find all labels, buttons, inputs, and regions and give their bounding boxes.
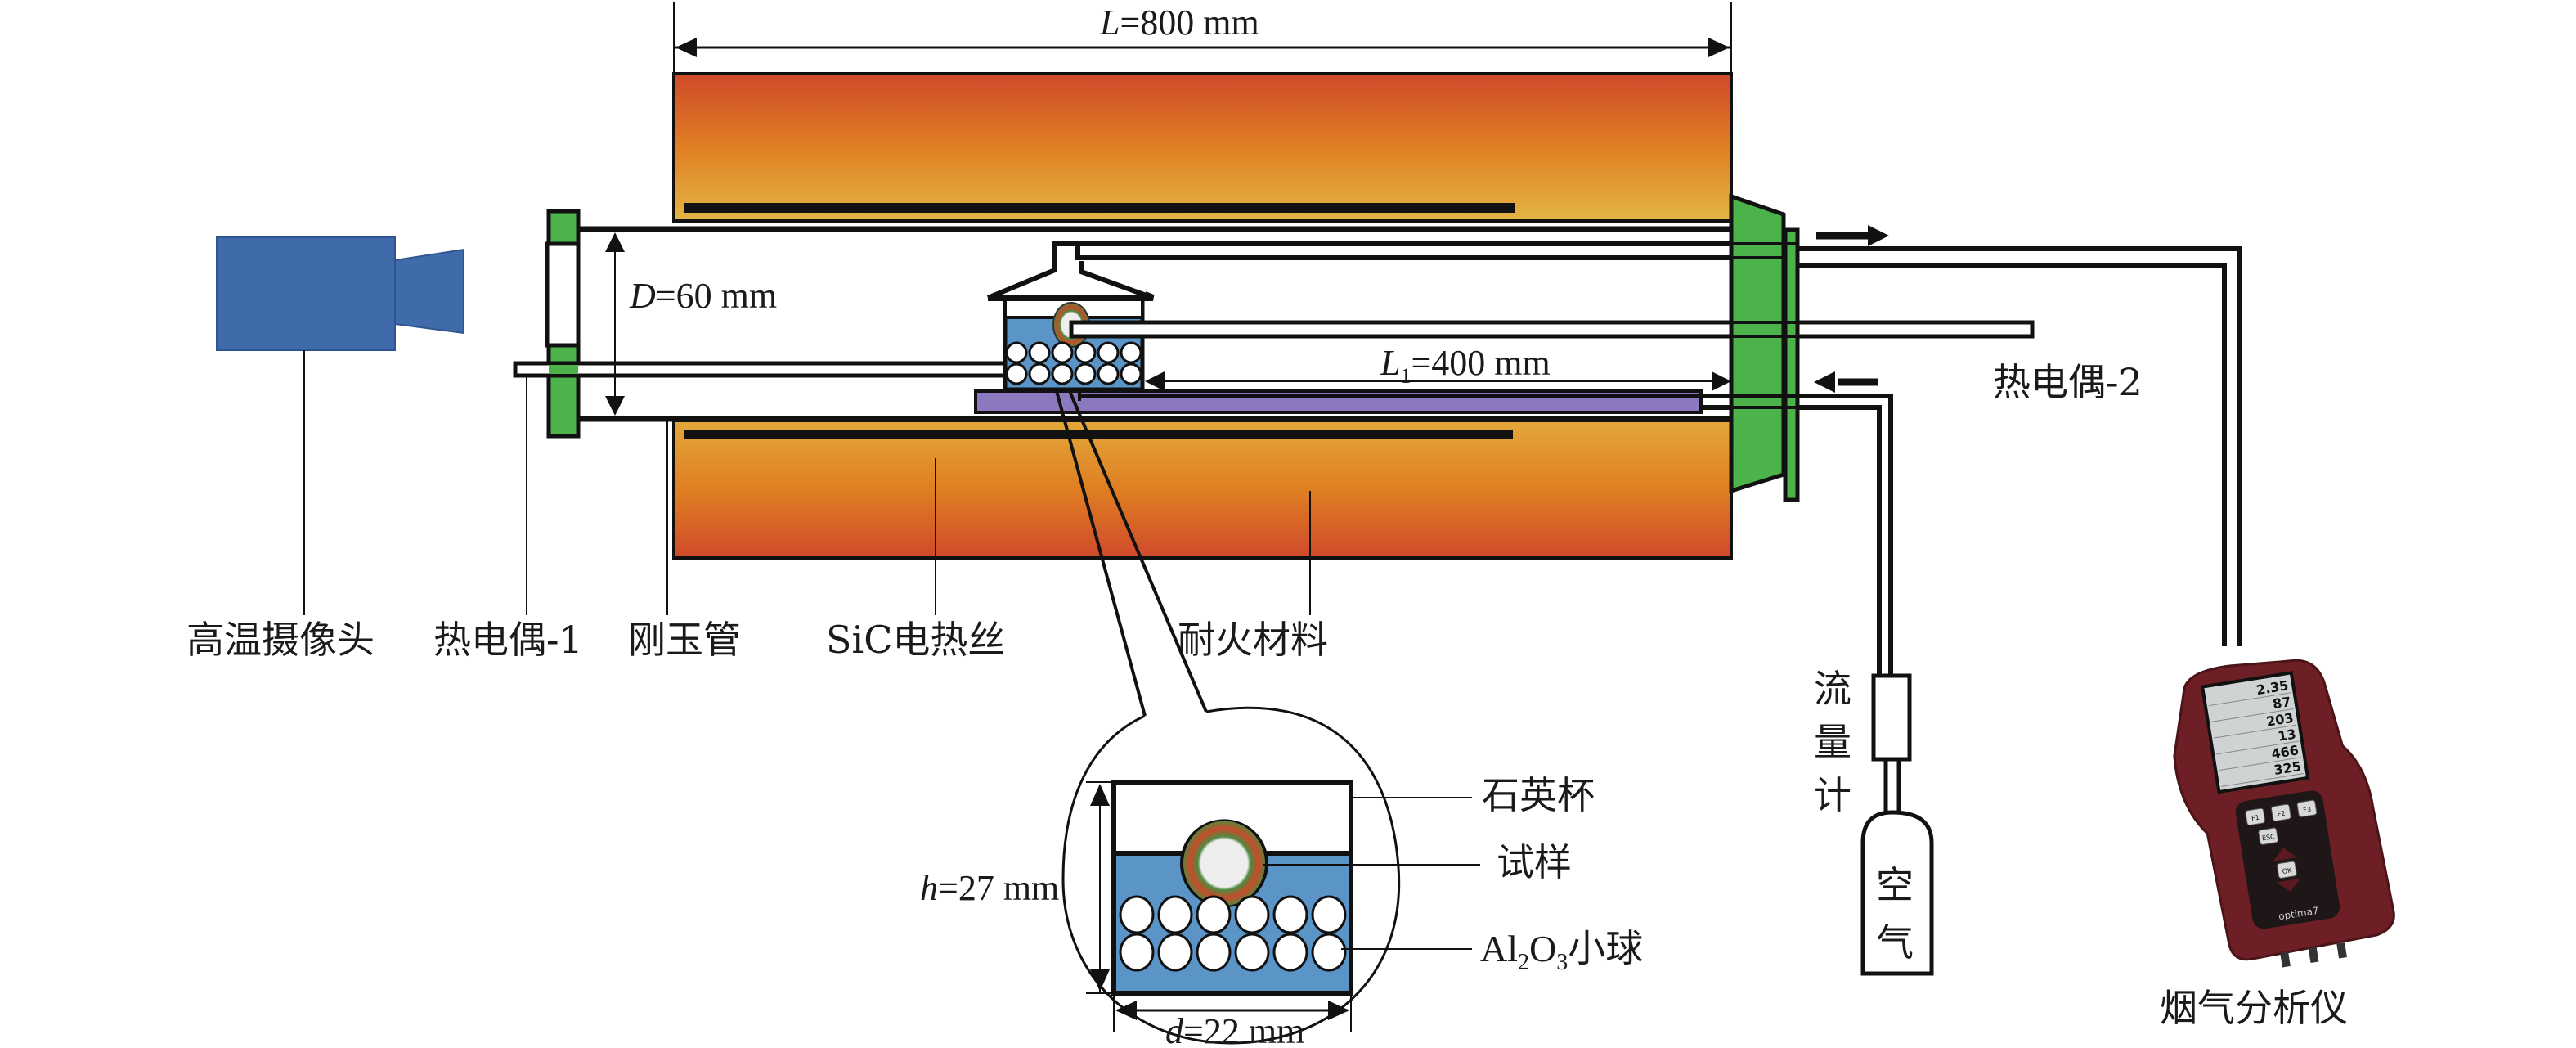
- right-flange: [1729, 193, 1800, 502]
- corundum-tube: [580, 226, 1731, 422]
- svg-text:计: 计: [1814, 773, 1851, 817]
- alumina-ball-icon: [1005, 362, 1028, 385]
- corundum-tube-label: 刚玉管: [628, 618, 741, 662]
- thermocouple-2: [1069, 320, 2035, 339]
- analyzer-key: [2245, 807, 2266, 826]
- alumina-ball-icon: [1272, 933, 1308, 972]
- alumina-balls-small: [1005, 341, 1142, 385]
- furnace-refractory-top: [672, 72, 1733, 223]
- furnace-length-dimension: L=800 mm: [673, 2, 1732, 74]
- svg-text:量: 量: [1814, 720, 1851, 764]
- alumina-ball-icon: [1311, 895, 1347, 934]
- alumina-ball-icon: [1234, 933, 1270, 972]
- thermocouple-2-label: 热电偶-2: [1993, 360, 2143, 404]
- alumina-ball-icon: [1196, 933, 1232, 972]
- svg-text:ESC: ESC: [2261, 833, 2275, 842]
- viewing-window: [545, 241, 581, 348]
- sample-support-plate: [974, 389, 1703, 414]
- sic-heater-top: [684, 203, 1515, 213]
- svg-text:气: 气: [1876, 920, 1914, 965]
- flowmeter: [1871, 673, 1912, 762]
- magnified-inset: h=27 mm d=22 mm 石英杯 试样 Al2O3小球: [920, 390, 1643, 1048]
- flue-gas-analyzer-label: 烟气分析仪: [2160, 986, 2348, 1030]
- alumina-ball-icon: [1119, 895, 1155, 934]
- alumina-ball-icon: [1097, 362, 1120, 385]
- sample-position-dimension: L1=400 mm: [1145, 343, 1731, 391]
- analyzer-key: [2296, 799, 2318, 818]
- alumina-ball-icon: [1028, 341, 1051, 364]
- svg-text:F1: F1: [2251, 814, 2260, 822]
- cup-diameter-label: d=22 mm: [1165, 1011, 1304, 1048]
- analyzer-reading: 13: [2277, 726, 2297, 744]
- alumina-ball-icon: [1051, 362, 1074, 385]
- svg-text:F2: F2: [2277, 810, 2286, 818]
- alumina-ball-icon: [1074, 341, 1097, 364]
- alumina-ball-icon: [1196, 895, 1232, 934]
- svg-text:F3: F3: [2303, 806, 2312, 814]
- camera-label: 高温摄像头: [186, 618, 375, 662]
- sample-position-label: L1=400 mm: [1380, 343, 1551, 388]
- tube-diameter-dimension: D=60 mm: [605, 232, 777, 416]
- high-temp-camera-icon: [216, 236, 464, 351]
- furnace-length-label: L=800 mm: [1099, 2, 1259, 43]
- sic-heater-label: SiC电热丝: [826, 618, 1005, 662]
- leader-lines: [303, 350, 1311, 615]
- svg-text:流: 流: [1814, 667, 1851, 711]
- alumina-ball-icon: [1311, 933, 1347, 972]
- alumina-balls: [1119, 895, 1347, 972]
- quartz-cup-label: 石英杯: [1482, 773, 1595, 817]
- svg-text:空: 空: [1876, 863, 1914, 907]
- arrowhead-down-icon: [605, 396, 625, 416]
- arrowhead-up-icon: [605, 232, 625, 252]
- alumina-ball-icon: [1234, 895, 1270, 934]
- refractory-label: 耐火材料: [1178, 618, 1328, 662]
- alumina-ball-icon: [1074, 362, 1097, 385]
- alumina-balls-label: Al2O3小球: [1480, 926, 1643, 975]
- inflow-arrow-icon: [1814, 371, 1835, 393]
- svg-text:OK: OK: [2282, 866, 2293, 875]
- analyzer-reading: 466: [2270, 742, 2300, 762]
- alumina-ball-icon: [1120, 362, 1142, 385]
- left-flange: [545, 209, 581, 439]
- alumina-ball-icon: [1005, 341, 1028, 364]
- alumina-ball-icon: [1051, 341, 1074, 364]
- analyzer-key: [2258, 827, 2279, 845]
- analyzer-reading: 325: [2273, 758, 2302, 778]
- furnace-refractory-bottom: [672, 419, 1733, 560]
- sample-icon: [1180, 819, 1268, 908]
- analyzer-key: [2271, 803, 2291, 822]
- quartz-cup-in-furnace: [1003, 297, 1145, 392]
- alumina-ball-icon: [1120, 341, 1142, 364]
- thermocouple-1-label: 热电偶-1: [433, 618, 583, 662]
- alumina-ball-icon: [1097, 341, 1120, 364]
- sic-heater-bottom: [684, 430, 1513, 439]
- air-bottle: [1860, 810, 1934, 976]
- alumina-ball-icon: [1028, 362, 1051, 385]
- thermocouple-1: [513, 361, 1090, 378]
- arrowhead-left-icon: [1145, 371, 1165, 391]
- alumina-ball-icon: [1157, 895, 1193, 934]
- sample-label: 试样: [1497, 840, 1572, 884]
- cup-height-label: h=27 mm: [920, 868, 1059, 908]
- alumina-ball-icon: [1119, 933, 1155, 972]
- analyzer-key: [2277, 861, 2297, 879]
- analyzer-reading: 87: [2272, 694, 2292, 712]
- arrowhead-right-icon: [1712, 371, 1731, 391]
- air-bottle-label: 空 气: [1876, 863, 1914, 965]
- flowmeter-label: 流 量 计: [1814, 667, 1851, 817]
- tube-diameter-label: D=60 mm: [629, 276, 777, 316]
- outflow-arrow-icon: [1868, 225, 1889, 246]
- arrowhead-left-icon: [675, 38, 697, 57]
- arrowhead-right-icon: [1708, 38, 1730, 57]
- analyzer-reading: 203: [2265, 710, 2295, 730]
- alumina-ball-icon: [1157, 933, 1193, 972]
- alumina-ball-icon: [1272, 895, 1308, 934]
